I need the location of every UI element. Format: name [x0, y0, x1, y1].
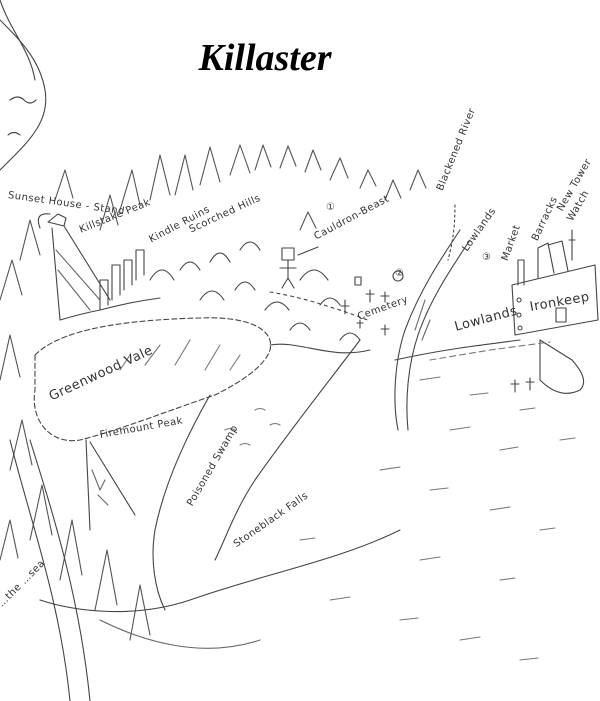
greenwood-vale	[33, 317, 272, 442]
mountain-range	[0, 144, 427, 641]
kindle-ruins	[59, 249, 161, 321]
ironkeep-fort	[510, 229, 599, 394]
killstake-peak-tower	[37, 213, 111, 321]
firemount-peak	[85, 439, 136, 531]
cemetery-marker: ②	[395, 268, 405, 279]
scorched-hills	[149, 241, 361, 341]
cemetery-figures	[340, 270, 404, 336]
poisoned-swamp	[152, 339, 371, 611]
blackened-river	[394, 204, 471, 431]
cauldron-beast-figure	[279, 246, 319, 289]
lowlands-marker: ③	[482, 252, 492, 263]
map-title: Killaster	[198, 37, 332, 79]
sea-waves	[299, 341, 576, 661]
cauldron-beast-marker: ①	[326, 202, 336, 213]
